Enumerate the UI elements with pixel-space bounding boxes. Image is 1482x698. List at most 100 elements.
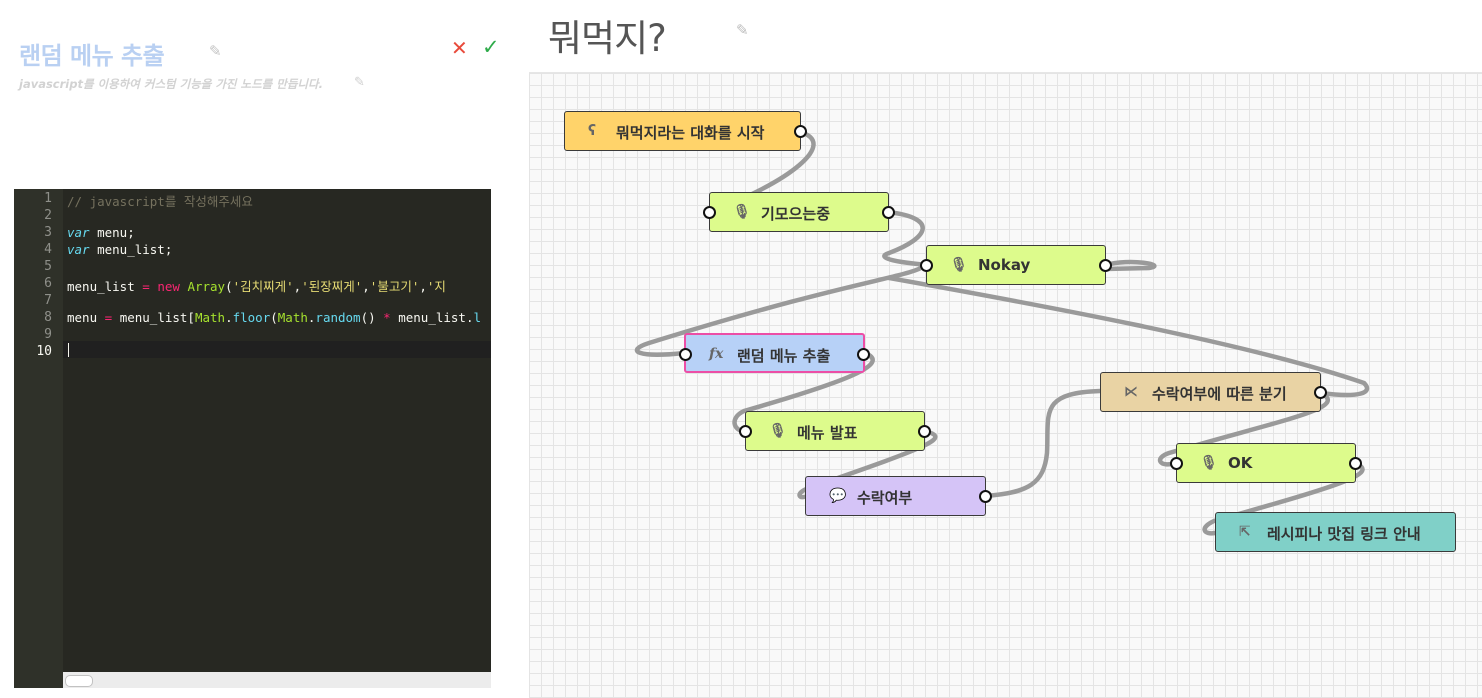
- line-number: 2: [44, 208, 52, 223]
- code-text: (: [270, 310, 278, 325]
- scrollbar-thumb[interactable]: [65, 675, 93, 687]
- flow-canvas[interactable]: ʕ 뭐먹지라는 대화를 시작 🎙 기모으는중 🎙 Nokay fx 랜덤 메뉴 …: [529, 72, 1482, 698]
- ear-icon: ʕ: [588, 123, 597, 139]
- code-keyword: new: [157, 279, 180, 294]
- code-line-1[interactable]: // javascript를 작성해주세요: [67, 191, 253, 210]
- branch-icon: ⋉: [1124, 384, 1138, 400]
- code-text: menu_list[: [112, 310, 195, 325]
- node-label: Nokay: [978, 256, 1031, 274]
- code-function: l: [473, 310, 482, 325]
- node-description[interactable]: javascript를 이용하여 커스텀 기능을 가진 노드를 만듭니다.: [19, 77, 323, 91]
- output-port[interactable]: [882, 206, 895, 219]
- code-line-8[interactable]: menu = menu_list[Math.floor(Math.random(…: [67, 310, 481, 325]
- node-label: 수락여부에 따른 분기: [1152, 385, 1287, 403]
- code-operator: =: [104, 310, 113, 325]
- code-text: ,: [419, 279, 427, 294]
- code-text: ,: [362, 279, 370, 294]
- line-number: 8: [44, 310, 52, 325]
- flow-node-ok[interactable]: 🎙 OK: [1170, 443, 1362, 483]
- input-port[interactable]: [679, 348, 692, 361]
- node-title[interactable]: 랜덤 메뉴 추출: [19, 42, 165, 70]
- close-icon[interactable]: ✕: [451, 36, 468, 60]
- connection-nokay-random: [634, 262, 929, 357]
- external-link-icon: ⇱: [1239, 524, 1251, 540]
- line-number: 3: [44, 225, 52, 240]
- code-string: '된장찌게': [301, 279, 363, 294]
- output-port[interactable]: [794, 125, 807, 138]
- input-port[interactable]: [1170, 457, 1183, 470]
- edit-icon[interactable]: ✎: [209, 42, 222, 60]
- input-port[interactable]: [920, 259, 933, 272]
- edit-icon[interactable]: ✎: [354, 75, 365, 90]
- line-number: 7: [44, 293, 52, 308]
- code-text: (: [225, 279, 233, 294]
- connection-branch-ok: [1157, 390, 1330, 467]
- input-port[interactable]: [703, 206, 716, 219]
- node-label: 수락여부: [857, 489, 913, 507]
- code-string: '불고기': [369, 279, 420, 294]
- mic-icon: 🎙: [769, 423, 787, 439]
- line-number-gutter: 1 2 3 4 5 6 7 8 9 10: [14, 189, 63, 688]
- code-text: ,: [293, 279, 302, 294]
- code-string: '김치찌게': [232, 279, 294, 294]
- line-number: 5: [44, 259, 52, 274]
- code-line-6[interactable]: menu_list = new Array('김치찌게','된장찌게','불고기…: [67, 276, 446, 295]
- check-icon[interactable]: ✓: [482, 35, 500, 59]
- code-operator: =: [142, 279, 150, 294]
- connection-ok-link: [1202, 460, 1365, 536]
- flow-node-link[interactable]: ⇱ 레시피나 맛집 링크 안내: [1215, 512, 1456, 552]
- node-label: 레시피나 맛집 링크 안내: [1267, 525, 1421, 543]
- active-line-highlight: [63, 341, 491, 358]
- output-port[interactable]: [918, 425, 931, 438]
- flow-node-start[interactable]: ʕ 뭐먹지라는 대화를 시작: [564, 111, 807, 151]
- code-text: menu_list.: [390, 310, 474, 325]
- node-editor-panel: 랜덤 메뉴 추출 ✎ javascript를 이용하여 커스텀 기능을 가진 노…: [0, 0, 528, 697]
- code-builtin: Math: [277, 310, 308, 325]
- output-port[interactable]: [857, 348, 870, 361]
- node-label: 뭐먹지라는 대화를 시작: [616, 124, 765, 142]
- node-label: 랜덤 메뉴 추출: [737, 347, 831, 365]
- flow-node-random-menu[interactable]: fx 랜덤 메뉴 추출: [679, 333, 870, 373]
- code-text: menu_list: [67, 279, 143, 294]
- line-number: 1: [44, 191, 52, 206]
- code-line-4[interactable]: var menu_list;: [67, 242, 172, 257]
- flow-node-branch[interactable]: ⋉ 수락여부에 따른 분기: [1100, 372, 1327, 412]
- flow-node-announce[interactable]: 🎙 메뉴 발표: [739, 411, 931, 451]
- node-label: 메뉴 발표: [797, 424, 858, 442]
- code-text: .: [225, 310, 233, 325]
- mic-icon: 🎙: [733, 204, 751, 220]
- node-label: OK: [1228, 454, 1253, 472]
- flow-node-accept[interactable]: 💬 수락여부: [805, 476, 992, 516]
- code-function: floor: [232, 310, 271, 325]
- line-number: 4: [44, 242, 52, 257]
- flow-node-nokay[interactable]: 🎙 Nokay: [920, 245, 1112, 285]
- code-string: '지: [426, 279, 446, 294]
- output-port[interactable]: [1099, 259, 1112, 272]
- edit-icon[interactable]: ✎: [736, 21, 749, 39]
- connection-nokay-branch: [886, 275, 1370, 398]
- code-operator: *: [383, 310, 391, 325]
- connection-accept-branch: [982, 388, 1103, 499]
- function-icon: fx: [709, 346, 724, 362]
- output-port[interactable]: [1349, 457, 1362, 470]
- chat-icon: 💬: [829, 488, 847, 504]
- code-text: menu: [67, 310, 105, 325]
- input-port[interactable]: [739, 425, 752, 438]
- code-keyword: var: [67, 242, 90, 257]
- flow-node-wait[interactable]: 🎙 기모으는중: [703, 192, 895, 232]
- code-text: .: [307, 310, 316, 325]
- flow-title[interactable]: 뭐먹지?: [548, 17, 667, 60]
- code-text: menu_list;: [89, 242, 173, 257]
- line-number: 10: [36, 344, 52, 359]
- line-number: 6: [44, 276, 52, 291]
- line-number: 9: [44, 327, 52, 342]
- connection-random-announce: [732, 350, 875, 434]
- code-editor[interactable]: 1 2 3 4 5 6 7 8 9 10 // javascript를 작성해주…: [14, 189, 491, 688]
- connection-announce-accept: [797, 428, 938, 500]
- output-port[interactable]: [1314, 386, 1327, 399]
- code-line-3[interactable]: var menu;: [67, 225, 135, 240]
- output-port[interactable]: [979, 490, 992, 503]
- mic-icon: 🎙: [1200, 455, 1218, 471]
- horizontal-scrollbar[interactable]: [63, 672, 491, 688]
- code-comment: // javascript를 작성해주세요: [67, 194, 253, 209]
